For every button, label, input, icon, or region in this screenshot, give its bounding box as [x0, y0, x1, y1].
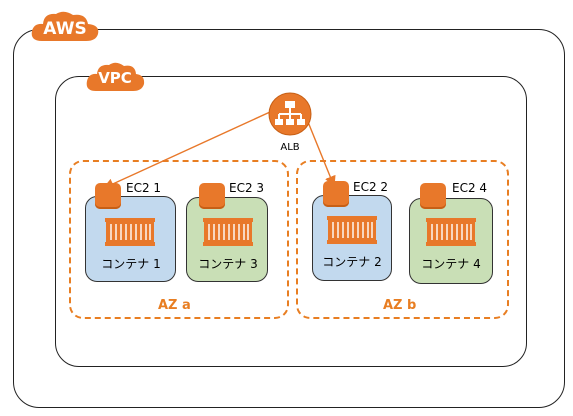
vpc-cloud-badge: VPC: [84, 58, 146, 96]
aws-region: [13, 29, 565, 408]
container-icon: [327, 216, 377, 249]
ec2-chip-icon: [420, 183, 446, 209]
vpc-label: VPC: [98, 69, 132, 87]
ec2-2-name: EC2 2: [353, 180, 389, 194]
container-1-label: コンテナ 1: [101, 257, 161, 271]
ec2-chip-icon: [199, 183, 225, 209]
alb-load-balancer[interactable]: [268, 92, 312, 136]
vpc-cloud-icon: [86, 62, 145, 91]
alb-label: ALB: [280, 142, 300, 153]
ec2-1-name: EC2 1: [126, 181, 162, 195]
container-icon: [203, 218, 253, 251]
az-a-label: AZ a: [158, 298, 191, 313]
ec2-chip-icon: [323, 181, 349, 207]
container-4-label: コンテナ 4: [421, 257, 481, 271]
load-balancer-icon: [268, 92, 312, 136]
container-2-label: コンテナ 2: [322, 255, 382, 269]
vpc: [55, 76, 527, 367]
aws-label: AWS: [43, 19, 87, 39]
container-icon: [426, 218, 476, 251]
az-b-box: [296, 160, 509, 319]
container-icon: [105, 218, 155, 251]
aws-cloud-icon: [31, 11, 99, 42]
ec2-chip-icon: [95, 183, 121, 209]
container-3-label: コンテナ 3: [198, 257, 258, 271]
ec2-4-name: EC2 4: [452, 181, 488, 195]
az-b-label: AZ b: [383, 298, 417, 313]
ec2-3-name: EC2 3: [229, 181, 265, 195]
aws-cloud-badge: AWS: [28, 7, 102, 47]
